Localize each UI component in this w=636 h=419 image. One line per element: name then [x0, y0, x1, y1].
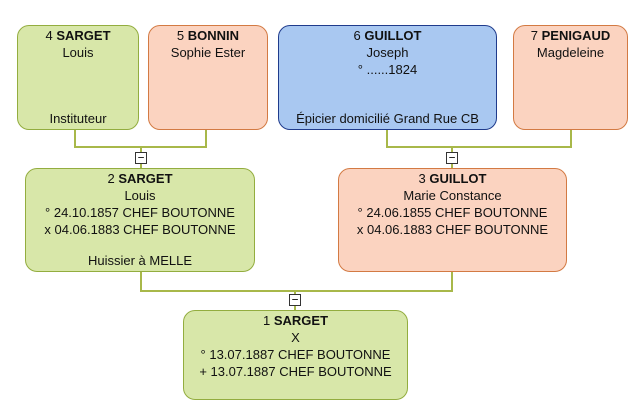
person-6-occupation: Épicier domicilié Grand Rue CB [296, 111, 479, 126]
person-card-3[interactable]: 3 GUILLOT Marie Constance ° 24.06.1855 C… [338, 168, 567, 272]
person-1-surname: SARGET [273, 313, 329, 328]
person-card-7[interactable]: 7 PENIGAUD Magdeleine [513, 25, 628, 130]
person-2-birth: ° 24.10.1857 CHEF BOUTONNE [45, 205, 235, 220]
person-4-given-name: Louis [62, 45, 94, 60]
person-4-number: 4 [45, 28, 53, 43]
person-7-name-line: 7 PENIGAUD [514, 27, 627, 44]
person-1-given-name: X [291, 330, 300, 345]
person-6-given-name: Joseph [366, 45, 409, 60]
connector-p6-p7-horizontal [386, 146, 572, 148]
person-6-name-line: 6 GUILLOT [279, 27, 496, 44]
person-card-5[interactable]: 5 BONNIN Sophie Ester [148, 25, 268, 130]
person-3-marriage: x 04.06.1883 CHEF BOUTONNE [356, 222, 549, 237]
person-2-occupation: Huissier à MELLE [87, 253, 193, 268]
person-card-6[interactable]: 6 GUILLOT Joseph ° ......1824 Épicier do… [278, 25, 497, 130]
person-5-surname: BONNIN [187, 28, 240, 43]
person-7-surname: PENIGAUD [541, 28, 611, 43]
person-5-given-name: Sophie Ester [170, 45, 246, 60]
connector-p7-down [570, 129, 572, 147]
connector-p2-down [140, 271, 142, 291]
person-2-number: 2 [107, 171, 115, 186]
person-card-2[interactable]: 2 SARGET Louis ° 24.10.1857 CHEF BOUTONN… [25, 168, 255, 272]
collapse-toggle-p3-parents[interactable]: − [446, 152, 458, 164]
connector-p2-p3-horizontal [140, 290, 453, 292]
person-2-marriage: x 04.06.1883 CHEF BOUTONNE [44, 222, 236, 237]
connector-p4-down [74, 129, 76, 147]
person-2-name-line: 2 SARGET [26, 170, 254, 187]
connector-p3-down [451, 271, 453, 291]
person-card-1[interactable]: 1 SARGET X ° 13.07.1887 CHEF BOUTONNE + … [183, 310, 408, 400]
person-4-surname: SARGET [56, 28, 111, 43]
person-3-number: 3 [418, 171, 426, 186]
person-4-occupation: Instituteur [49, 111, 107, 126]
person-3-given-name: Marie Constance [403, 188, 502, 203]
person-card-4[interactable]: 4 SARGET Louis Instituteur [17, 25, 139, 130]
person-6-surname: GUILLOT [364, 28, 422, 43]
connector-p6-down [386, 129, 388, 147]
collapse-toggle-p2-parents[interactable]: − [135, 152, 147, 164]
person-2-given-name: Louis [124, 188, 156, 203]
person-2-surname: SARGET [118, 171, 173, 186]
person-3-birth: ° 24.06.1855 CHEF BOUTONNE [357, 205, 548, 220]
person-4-name-line: 4 SARGET [18, 27, 138, 44]
person-5-name-line: 5 BONNIN [149, 27, 267, 44]
collapse-toggle-p1-parents[interactable]: − [289, 294, 301, 306]
person-6-number: 6 [353, 28, 361, 43]
person-1-death: + 13.07.1887 CHEF BOUTONNE [199, 364, 392, 379]
person-7-given-name: Magdeleine [536, 45, 605, 60]
connector-p5-down [205, 129, 207, 147]
person-6-birth: ° ......1824 [357, 62, 418, 77]
person-3-name-line: 3 GUILLOT [339, 170, 566, 187]
person-1-name-line: 1 SARGET [184, 312, 407, 329]
person-1-number: 1 [262, 313, 271, 328]
person-5-number: 5 [176, 28, 185, 43]
person-7-number: 7 [530, 28, 538, 43]
person-3-surname: GUILLOT [429, 171, 487, 186]
person-1-birth: ° 13.07.1887 CHEF BOUTONNE [200, 347, 391, 362]
